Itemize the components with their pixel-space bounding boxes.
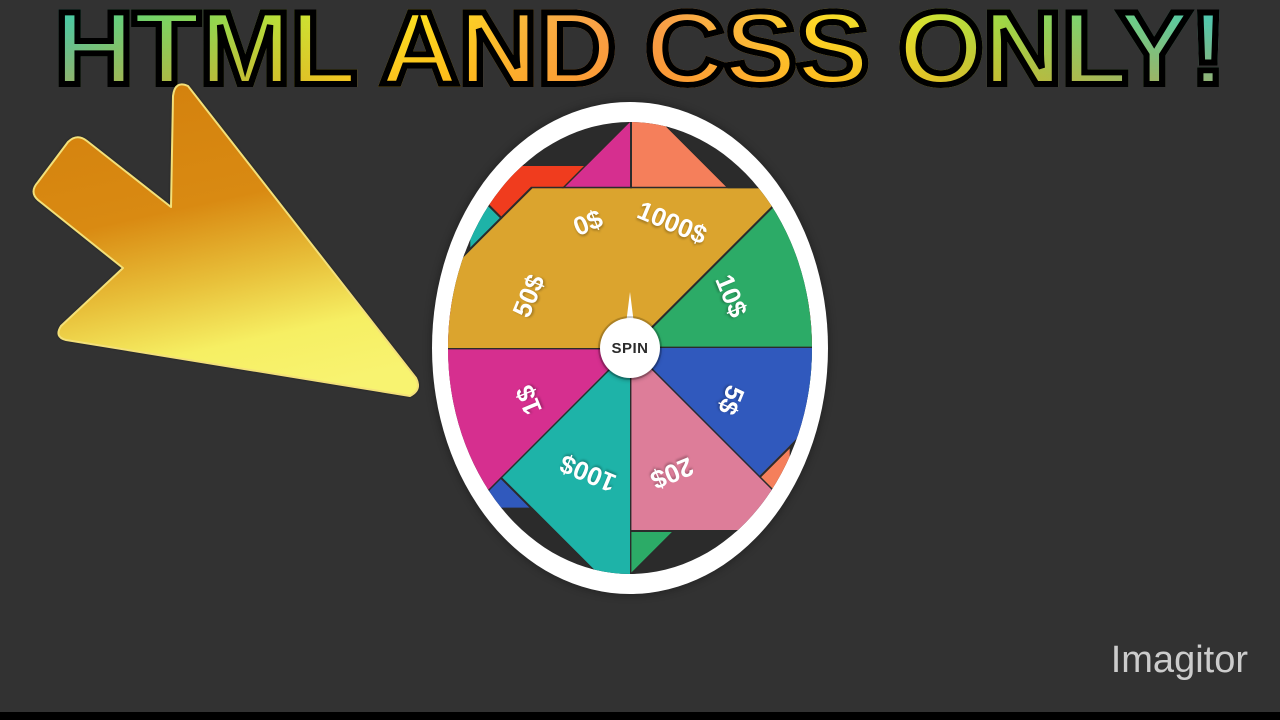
wheel-segment-label: 20$ <box>646 451 698 496</box>
wheel-segment-label: 0$ <box>568 202 608 242</box>
wheel-segment-label: 1000$ <box>632 194 712 250</box>
wheel-segment-label: 10$ <box>709 270 754 322</box>
wheel-segment-label: 5$ <box>711 380 751 420</box>
spin-button-label: SPIN <box>611 339 649 357</box>
spin-button[interactable]: SPIN <box>600 318 660 378</box>
prize-wheel[interactable]: 1000$ 10$ 5$ 20$ 100$1$ 50$ 0$ SPIN <box>432 102 828 594</box>
page-title: HTML AND CSS ONLY! <box>0 0 1280 107</box>
cursor-arrow-shape <box>32 83 419 397</box>
wheel-segment-label: 1$ <box>509 380 549 420</box>
wheel-segment-label: 50$ <box>506 270 551 322</box>
wheel-segment-label: 100$ <box>555 448 621 499</box>
watermark-label: Imagitor <box>1110 639 1248 681</box>
mouse-cursor-arrow <box>32 83 419 397</box>
bottom-letterbox-bar <box>0 712 1280 720</box>
